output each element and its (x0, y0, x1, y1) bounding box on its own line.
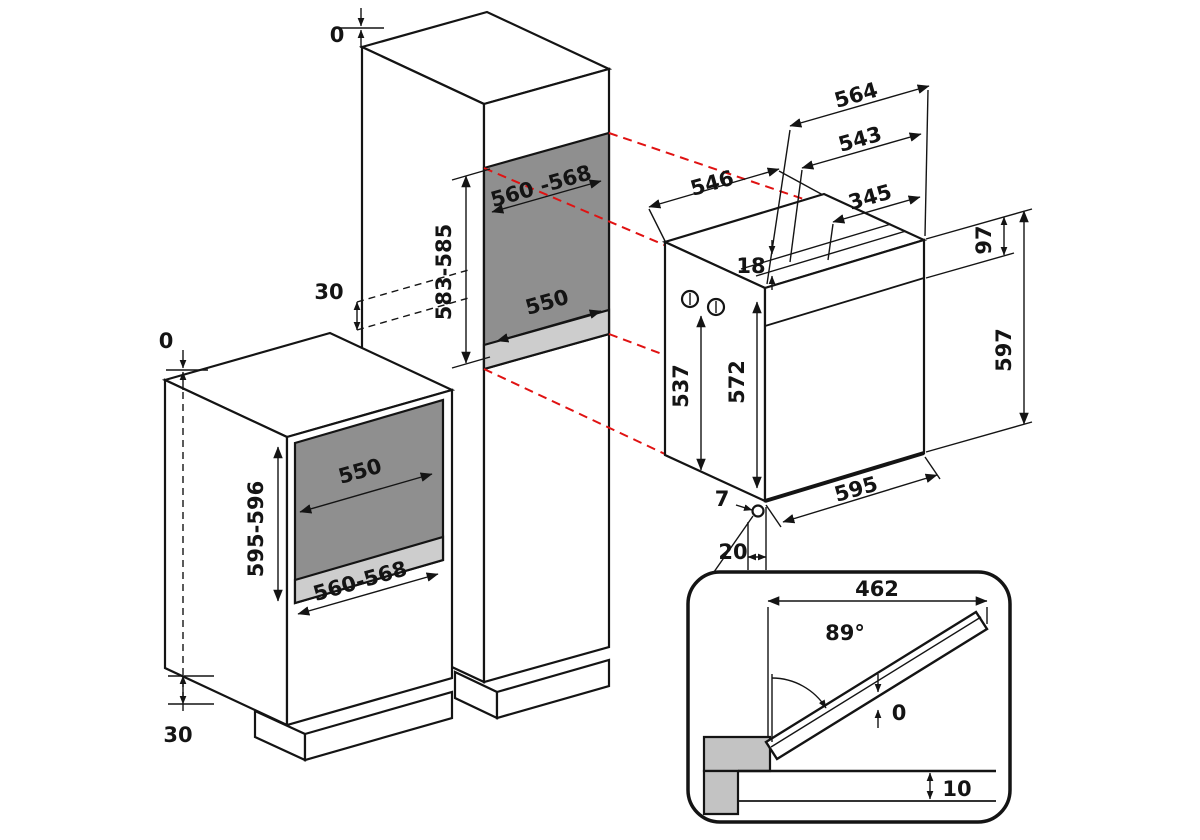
dim-oven-step-18: 18 (736, 254, 765, 278)
guide (356, 268, 473, 303)
dim-oven-overall-597: 597 (992, 328, 1016, 372)
door-detail-inset: 89° 462 0 10 (686, 570, 1012, 824)
dim-line (789, 84, 930, 128)
door-inner-line (770, 616, 982, 748)
side-panel-section (702, 769, 740, 816)
ext (766, 129, 791, 285)
ext (925, 421, 1033, 453)
ext (925, 252, 1015, 279)
dim-door-angle-89: 89° (825, 621, 865, 645)
dim-oven-width-543: 543 (836, 122, 885, 157)
dim-oven-panel-97: 97 (972, 225, 996, 254)
dim-line (832, 195, 921, 224)
arrow (735, 504, 753, 511)
ext (925, 208, 1033, 240)
dim-line (297, 572, 439, 616)
dim-line (648, 167, 780, 209)
dim-oven-gap-7: 7 (715, 487, 730, 511)
dim-line (299, 472, 433, 514)
oven-top-step-line-inner (740, 223, 892, 270)
dim-door-width-462: 462 (855, 577, 899, 601)
tick (451, 356, 491, 369)
ext (924, 89, 929, 237)
dim-oven-width-345: 345 (846, 180, 895, 215)
oven (661, 192, 928, 503)
dim-line (782, 473, 938, 524)
ext (765, 504, 782, 528)
dim-line (801, 132, 922, 170)
oven-top-step-line-outer (755, 230, 907, 277)
ext (648, 208, 667, 244)
guide (356, 296, 473, 331)
base-cabinet (161, 331, 456, 762)
dim-line (496, 309, 602, 343)
worktop-section (702, 735, 772, 773)
dim-base-plinth-30: 30 (163, 723, 192, 747)
dim-tall-flush-0: 0 (330, 23, 345, 47)
detail-callout-marker (751, 504, 765, 518)
ext (789, 169, 803, 263)
dim-line (491, 179, 602, 214)
dim-oven-width-564: 564 (832, 78, 881, 113)
dim-base-flush-0: 0 (159, 329, 174, 353)
dim-door-gap-0: 0 (892, 701, 907, 725)
dim-tall-height-583-585: 583-585 (432, 224, 456, 320)
oven-fascia-line (764, 277, 925, 327)
dim-oven-depth-546: 546 (688, 166, 737, 201)
tick (451, 168, 491, 181)
tall-cabinet-plinth-front (495, 658, 611, 720)
base-cabinet-plinth-front (303, 690, 454, 762)
dim-door-gap-10: 10 (942, 777, 971, 801)
angle-arc (771, 677, 827, 709)
dim-oven-front-572: 572 (725, 360, 749, 404)
dim-base-height-595-596: 595-596 (244, 481, 268, 577)
dim-tall-rear-30: 30 (314, 280, 343, 304)
dim-oven-side-537: 537 (669, 364, 693, 408)
ext (827, 223, 834, 261)
